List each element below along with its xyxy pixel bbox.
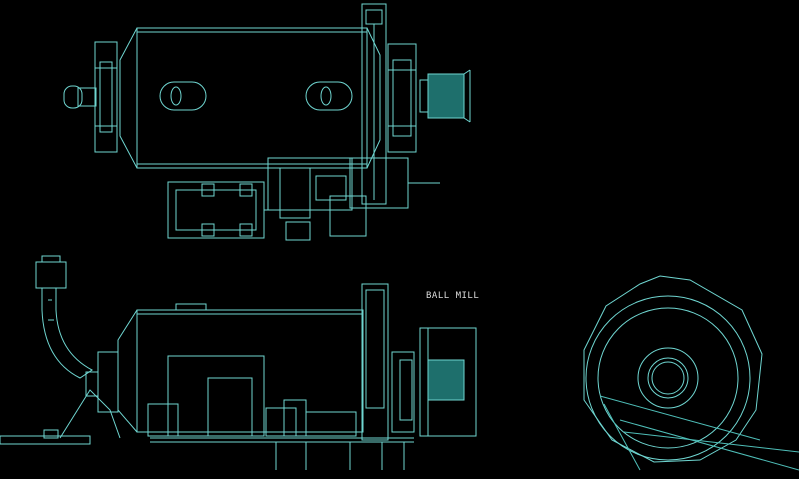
drum-shell-top	[136, 27, 368, 169]
gear-guard-front	[361, 283, 389, 441]
motor-front	[167, 355, 265, 437]
drum-shell-front	[136, 309, 364, 433]
trunnion-inner	[647, 357, 689, 399]
right-bearing-top	[387, 43, 417, 153]
manhole-left	[159, 81, 207, 111]
manhole-right	[305, 81, 353, 111]
trunnion-outer	[637, 347, 699, 409]
gear-guard-top	[361, 3, 387, 205]
feed-chute	[41, 287, 93, 379]
drawing-title: BALL MILL	[426, 291, 479, 301]
mill-shell-section	[585, 295, 751, 461]
side-view	[583, 275, 799, 471]
trommel-screen-front	[427, 359, 465, 401]
feed-hopper	[35, 261, 67, 289]
feed-base	[0, 435, 91, 445]
right-bearing-front	[391, 351, 415, 433]
feed-inlet-top	[63, 85, 83, 109]
left-bearing-top	[94, 41, 118, 153]
front-view: BALL MILL	[0, 255, 479, 470]
gearbox-front	[265, 407, 297, 437]
gear-guard-side	[583, 275, 763, 463]
pinion-bearing-top	[349, 157, 409, 209]
top-view	[63, 3, 471, 241]
trommel-screen-top	[427, 73, 465, 119]
